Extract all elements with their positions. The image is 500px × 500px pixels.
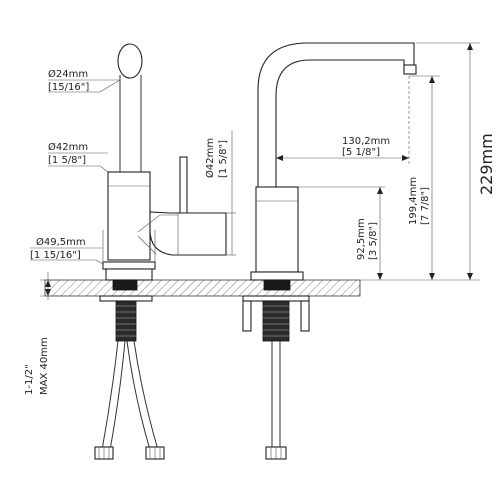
- deck-thickness-mm: MAX 40mm: [39, 337, 50, 395]
- base-diameter-mm: Ø49,5mm: [36, 236, 86, 248]
- dim-handle-diameter: Ø42mm [1 5/8"]: [204, 130, 236, 256]
- threaded-shank-side: [115, 300, 137, 342]
- body-front: [255, 186, 299, 273]
- spout-height-in: [7 7/8"]: [420, 187, 431, 225]
- spout-diameter-in: [15/16"]: [48, 82, 89, 93]
- countertop-deck: [44, 279, 361, 297]
- spout-front: [257, 42, 415, 187]
- dim-body-height: 92,5mm [3 5/8"]: [298, 186, 385, 280]
- threaded-shank-front: [262, 300, 290, 342]
- dim-reach: 130,2mm [5 1/8"]: [276, 76, 410, 165]
- handle-diameter-in: [1 5/8"]: [218, 140, 229, 178]
- supply-hose-front: [265, 341, 287, 460]
- base-ring-side: [102, 261, 156, 270]
- front-view-faucet: 130,2mm [5 1/8"] 199,4mm [7 7/8"] 92,5mm…: [242, 42, 496, 460]
- base-diameter-in: [1 15/16"]: [30, 250, 81, 261]
- mounting-nut-side: [112, 279, 138, 291]
- dim-base-diameter: Ø49,5mm [1 15/16"]: [30, 230, 156, 265]
- side-view-faucet: Ø24mm [15/16"] Ø42mm [1 5/8"] Ø49,5mm [1…: [24, 43, 236, 460]
- reach-in: [5 1/8"]: [342, 147, 380, 158]
- total-height: 229mm: [477, 133, 496, 195]
- spout-tip-side: [117, 43, 143, 79]
- body-height-mm: 92,5mm: [356, 218, 367, 260]
- dim-deck-thickness: 1-1/2" MAX 40mm: [24, 272, 60, 395]
- handle-lever-side: [179, 156, 188, 214]
- dim-body-diameter: Ø42mm [1 5/8"]: [48, 141, 109, 173]
- body-height-in: [3 5/8"]: [368, 222, 379, 260]
- reach-mm: 130,2mm: [342, 136, 390, 147]
- mounting-nut-front: [263, 279, 291, 291]
- spout-height-mm: 199,4mm: [408, 177, 419, 225]
- body-diameter-mm: Ø42mm: [48, 141, 88, 153]
- supply-hoses-side: [94, 340, 165, 460]
- handle-side: [149, 211, 227, 256]
- body-diameter-in: [1 5/8"]: [48, 155, 86, 166]
- body-side: [107, 171, 151, 261]
- dim-total-height: 229mm: [360, 42, 496, 281]
- handle-diameter-mm: Ø42mm: [204, 138, 216, 178]
- dim-spout-diameter: Ø24mm [15/16"]: [48, 68, 121, 93]
- dim-spout-height: 199,4mm [7 7/8"]: [408, 75, 440, 280]
- spout-aerator-front: [403, 64, 417, 75]
- spout-diameter-mm: Ø24mm: [48, 68, 88, 80]
- deck-thickness-in: 1-1/2": [24, 364, 35, 395]
